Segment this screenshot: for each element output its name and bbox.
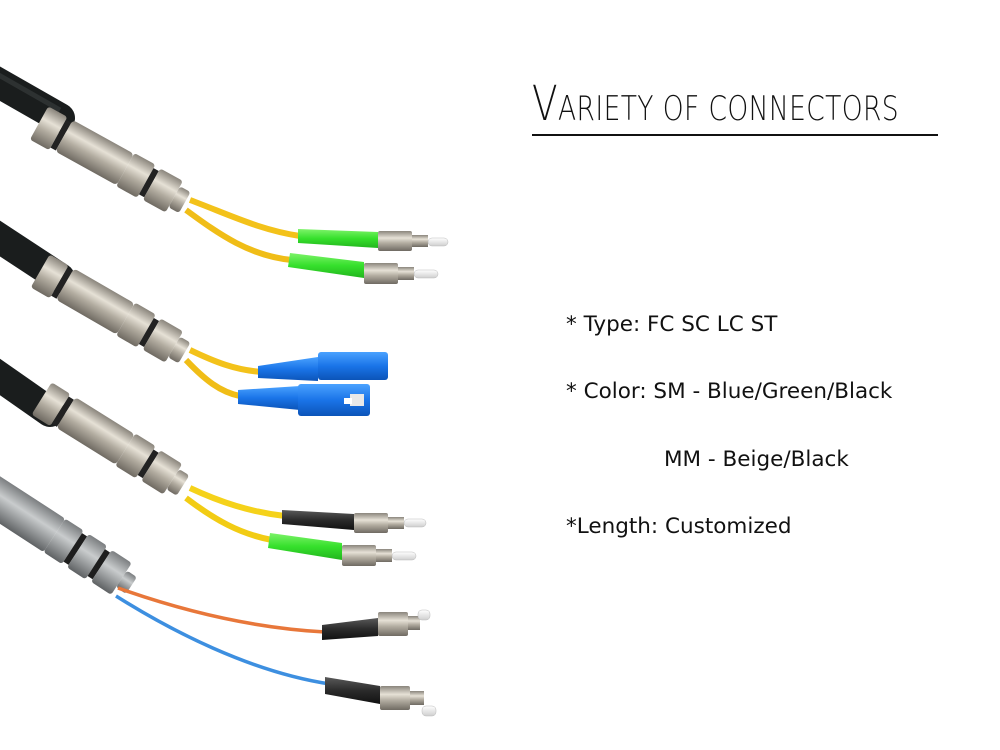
spec-type: * Type: FC SC LC ST xyxy=(566,312,778,337)
assembly-fc-black-green xyxy=(0,358,427,566)
spec-color-sm: * Color: SM - Blue/Green/Black xyxy=(566,379,893,404)
spec-length: *Length: Customized xyxy=(566,514,792,539)
assembly-sc-blue xyxy=(0,220,388,416)
title-rest: ARIETY OF CONNECTORS xyxy=(558,89,900,129)
assembly-fc-green xyxy=(0,66,449,284)
title-block: VARIETY OF CONNECTORS xyxy=(532,80,940,136)
title-underline xyxy=(532,134,938,136)
title-first-letter: V xyxy=(532,76,559,132)
page-title: VARIETY OF CONNECTORS xyxy=(532,80,899,131)
cable-assemblies-illustration xyxy=(0,66,449,717)
spec-color-mm: MM - Beige/Black xyxy=(664,447,849,472)
assembly-fc-mm-black xyxy=(0,470,437,717)
